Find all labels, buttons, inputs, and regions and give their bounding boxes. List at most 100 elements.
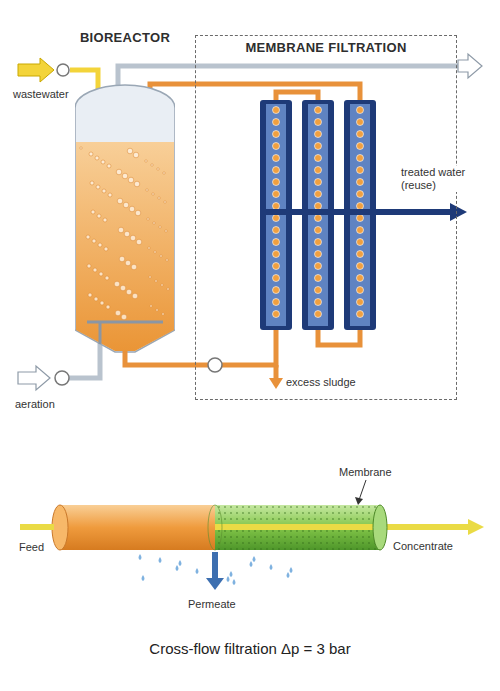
tank-outline: [96, 185, 100, 189]
tank-outline: [125, 260, 131, 266]
tank-outline: [159, 226, 161, 228]
tank-outline: [165, 230, 167, 232]
sludge-dots: [315, 155, 322, 162]
sludge-piping: [222, 330, 276, 365]
sludge-dots: [315, 311, 322, 318]
sludge-dots: [357, 203, 364, 210]
sludge-piping: [195, 84, 360, 100]
tank-outline: [97, 214, 101, 218]
flow-label: Feed: [18, 541, 45, 554]
sludge-dots: [357, 107, 364, 114]
tank-outline: [105, 276, 109, 280]
tank-outline: [128, 177, 134, 183]
label-holder: treated water (reuse): [400, 166, 474, 193]
permeate-drops: [176, 565, 179, 571]
sludge-dots: [357, 179, 364, 186]
label-holder: aeration: [14, 394, 56, 412]
tank-outline: [127, 148, 133, 154]
tank-outline: [135, 210, 141, 216]
tank-outline: [75, 85, 175, 352]
sludge-dots: [315, 131, 322, 138]
sludge-dots: [357, 311, 364, 318]
tank-outline: [136, 239, 142, 245]
tank-outline: [88, 293, 92, 297]
sludge-dots: [315, 143, 322, 150]
sludge-pipe: [125, 357, 195, 365]
aeration-line: [18, 338, 100, 390]
tank-outline: [145, 160, 147, 162]
tank-outline: [93, 268, 97, 272]
cross-flow-tube: [468, 519, 484, 535]
sludge-dots: [273, 275, 280, 282]
sludge-dots: [315, 179, 322, 186]
wastewater-inlet: [57, 64, 69, 76]
tank-outline: [131, 264, 137, 270]
tank-outline: [90, 181, 94, 185]
membrane-leader: [355, 497, 363, 505]
cross-flow-tube: [20, 524, 54, 530]
tank-outline: [126, 289, 132, 295]
permeate-drops: [142, 575, 145, 581]
tank-outline: [87, 264, 91, 268]
membrane-unit-box: MEMBRANE FILTRATION: [195, 35, 457, 400]
tank-outline: [156, 309, 158, 311]
tank-outline: [95, 156, 99, 160]
permeate-drops: [270, 564, 273, 570]
tank-outline: [166, 259, 168, 261]
permeate-drops: [227, 576, 230, 582]
tank-outline: [106, 305, 110, 309]
permeate-drops: [196, 568, 199, 574]
tank-outline: [122, 173, 128, 179]
tank-outline: [94, 297, 98, 301]
sludge-dots: [273, 191, 280, 198]
outlet-label: excess sludge: [285, 376, 357, 389]
sludge-dots: [273, 119, 280, 126]
tank-outline: [91, 210, 95, 214]
caption: Cross-flow filtration Δp = 3 bar: [0, 640, 500, 657]
sludge-dots: [357, 275, 364, 282]
cross-flow-tube: [373, 505, 387, 550]
tank-outline: [152, 193, 154, 195]
outlet-label: treated water (reuse): [400, 166, 474, 192]
tank-outline: [102, 189, 106, 193]
permeate-drops: [233, 579, 236, 585]
sludge-dots: [357, 119, 364, 126]
tank-outline: [130, 235, 136, 241]
tank-outline: [117, 198, 123, 204]
tank-outline: [115, 310, 121, 316]
sludge-dots: [315, 299, 322, 306]
flow-label: Concentrate: [392, 540, 454, 553]
label-holder: excess sludge: [285, 372, 357, 390]
tank-outline: [157, 168, 159, 170]
sludge-dots: [273, 179, 280, 186]
cross-flow-tube: [215, 524, 470, 530]
sludge-dots: [357, 167, 364, 174]
tank-outline: [151, 164, 153, 166]
sludge-dots: [315, 275, 322, 282]
membrane-leader: [359, 480, 366, 500]
sludge-dots: [315, 227, 322, 234]
permeate-drops: [253, 556, 256, 562]
tank-outline: [107, 164, 111, 168]
sludge-dots: [315, 239, 322, 246]
inlet-label: aeration: [14, 398, 56, 411]
cross-flow-tube: [52, 505, 68, 550]
sludge-dots: [357, 191, 364, 198]
tank-outline: [101, 160, 105, 164]
excess-sludge-arrow: [269, 378, 283, 389]
tank-outline: [104, 247, 108, 251]
tank-outline: [150, 305, 152, 307]
tank-outline: [75, 30, 175, 357]
sludge-dots: [273, 131, 280, 138]
aeration-line: [18, 366, 50, 390]
sludge-dots: [273, 263, 280, 270]
treated-water-line: [262, 209, 452, 215]
sludge-dots: [357, 227, 364, 234]
sludge-dots: [273, 239, 280, 246]
cross-flow-tube: [60, 505, 215, 550]
sludge-dots: [273, 167, 280, 174]
tank-outline: [92, 239, 96, 243]
aeration-line: [69, 338, 100, 378]
tank-outline: [132, 293, 138, 299]
